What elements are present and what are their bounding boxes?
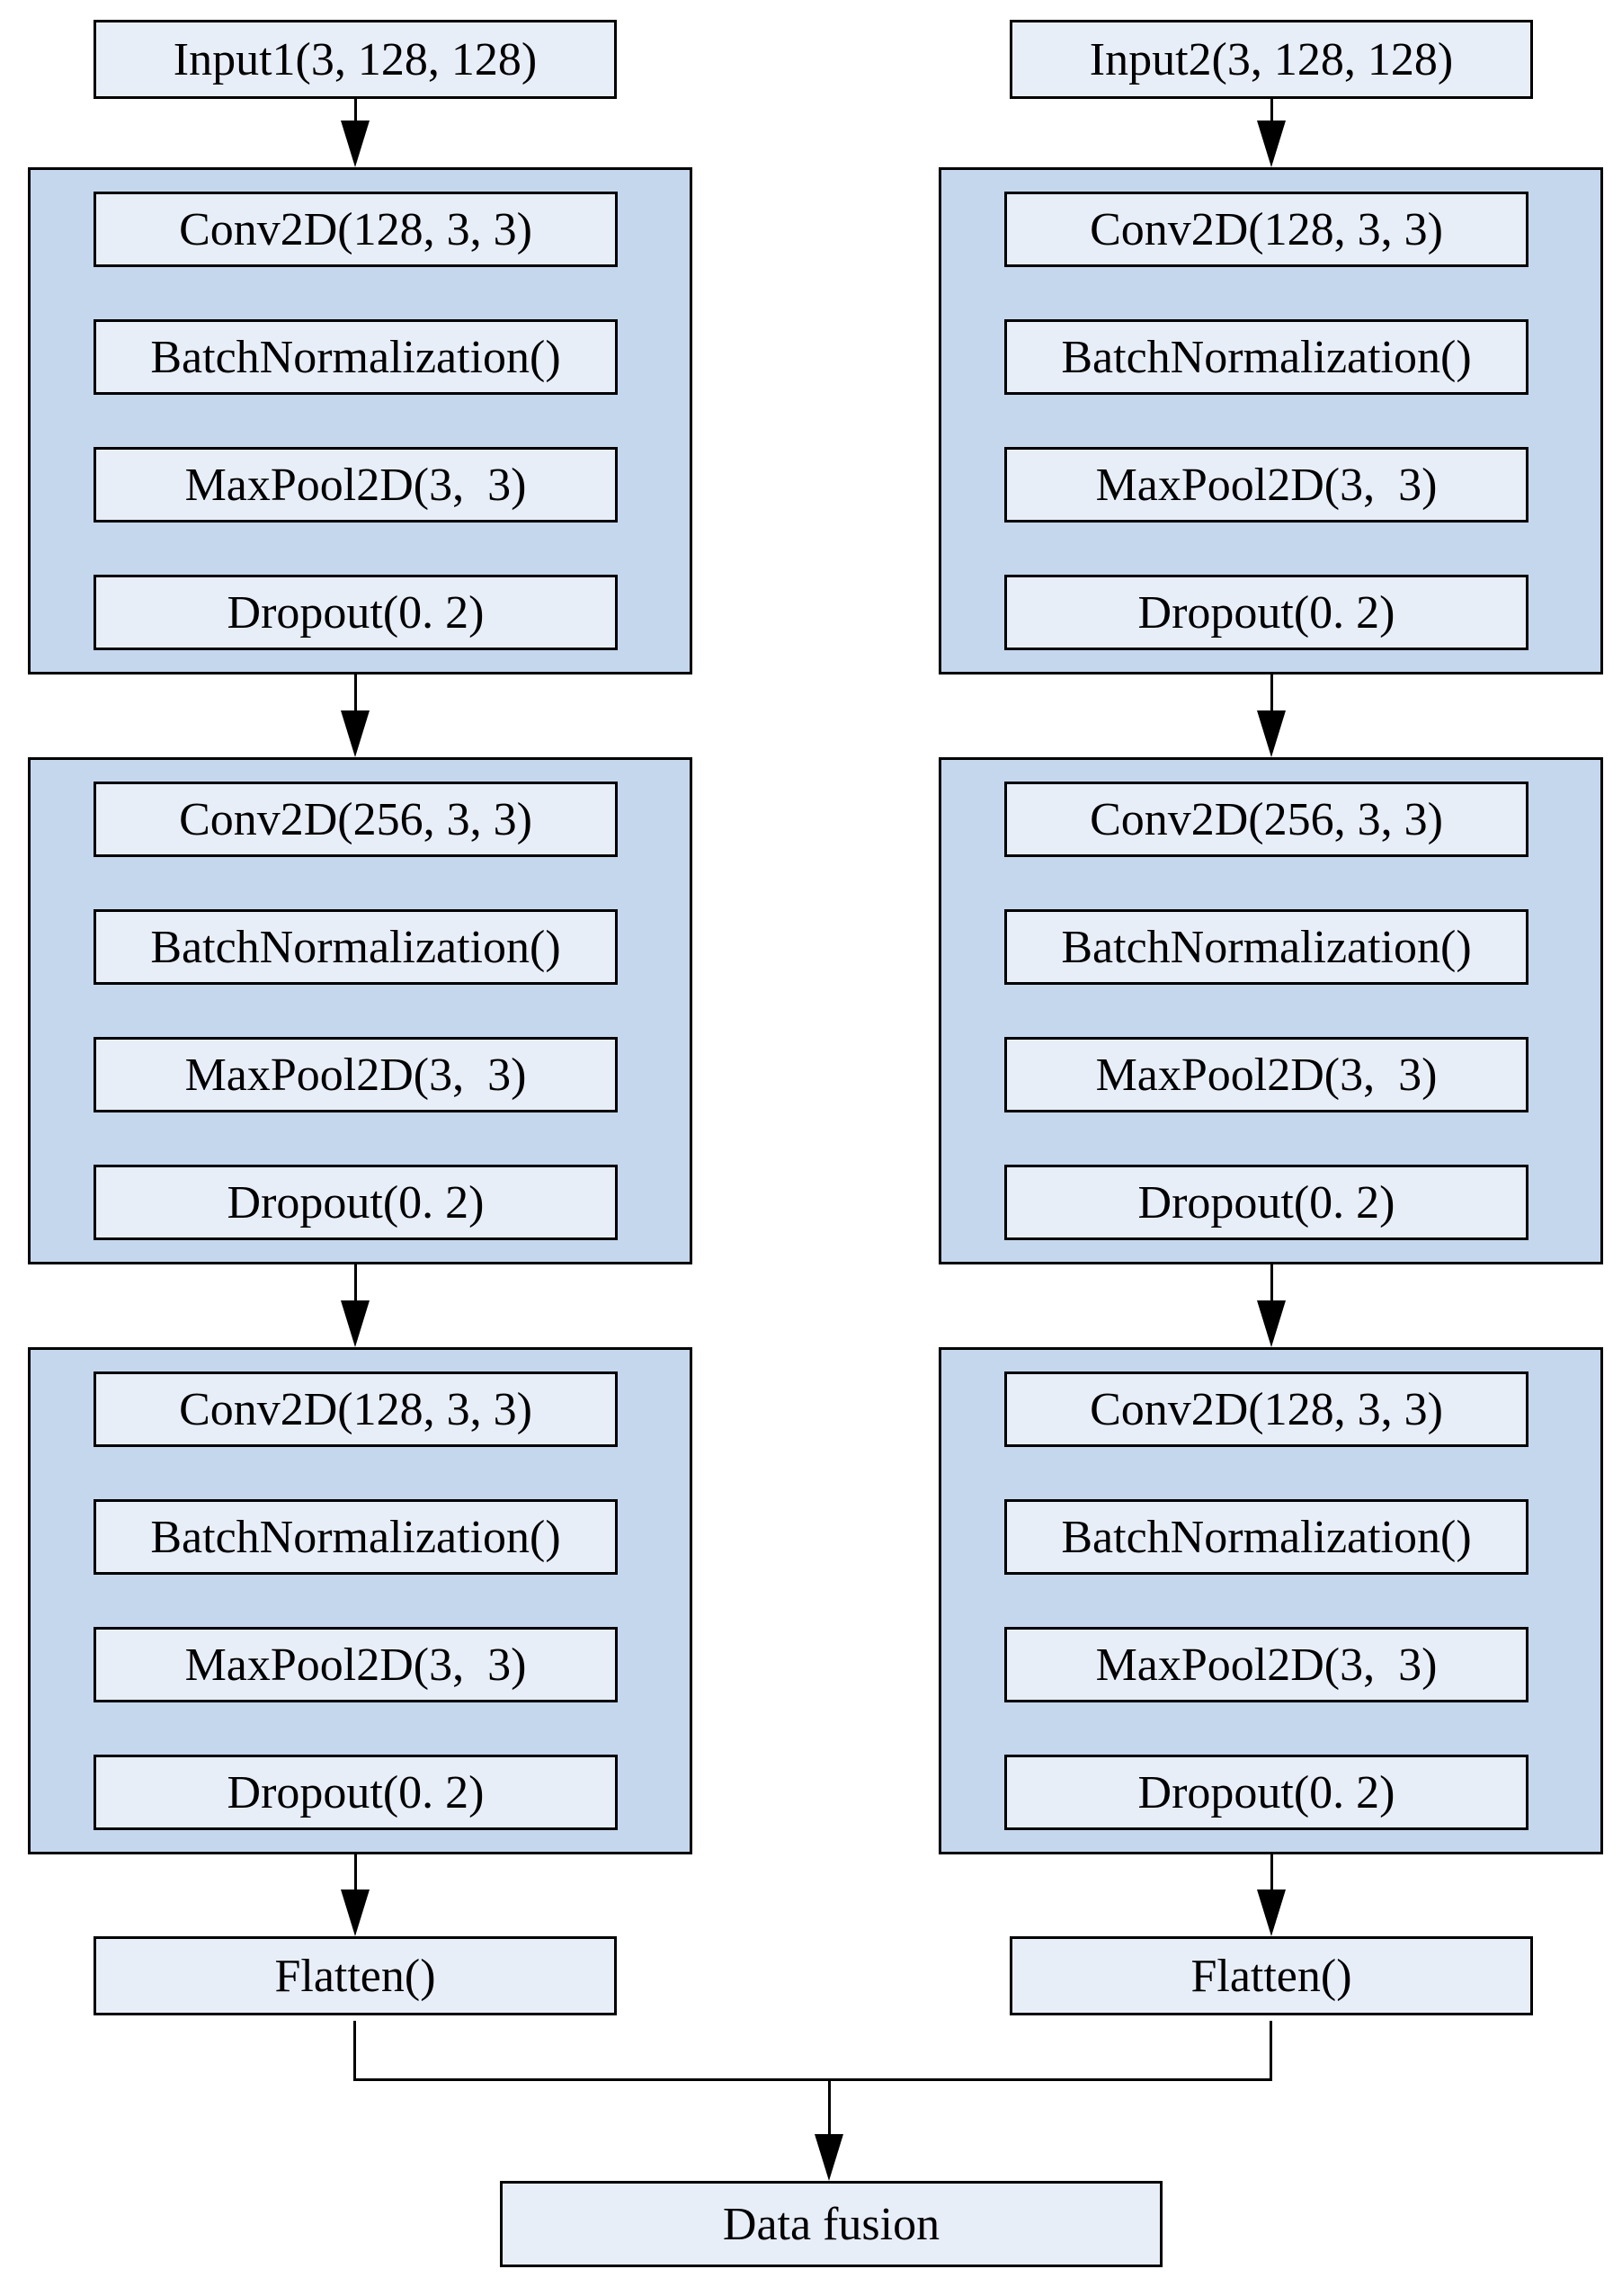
branch2-conv-block-2: Conv2D(256, 3, 3) BatchNormalization() M…: [939, 757, 1603, 1264]
arrowhead-icon: [341, 710, 370, 757]
dropout-label: Dropout(0. 2): [227, 1176, 485, 1228]
branch2-conv-block-3: Conv2D(128, 3, 3) BatchNormalization() M…: [939, 1347, 1603, 1854]
conv2d-label: Conv2D(128, 3, 3): [179, 203, 532, 255]
dropout-label: Dropout(0. 2): [1137, 586, 1395, 639]
input1-box: Input1(3, 128, 128): [94, 20, 617, 99]
layer-box: Dropout(0. 2): [94, 575, 618, 650]
arrow-stem: [353, 675, 357, 710]
layer-box: BatchNormalization(): [1004, 909, 1528, 985]
branch2-merge-line: [1270, 2021, 1272, 2081]
arrowhead-icon: [341, 121, 370, 167]
batchnorm-label: BatchNormalization(): [150, 1511, 561, 1563]
arrow-stem: [1270, 99, 1273, 121]
layer-box: MaxPool2D(3, 3): [94, 1627, 618, 1702]
batchnorm-label: BatchNormalization(): [150, 331, 561, 383]
layer-box: Conv2D(256, 3, 3): [1004, 782, 1528, 857]
arrowhead-icon: [1257, 1300, 1286, 1347]
maxpool-label: MaxPool2D(3, 3): [184, 1639, 527, 1691]
arrow-stem: [353, 99, 357, 121]
branch1-conv-block-1: Conv2D(128, 3, 3) BatchNormalization() M…: [28, 167, 692, 675]
down-arrow-icon: [1257, 99, 1286, 167]
down-arrow-icon: [341, 1854, 370, 1936]
layer-box: Conv2D(128, 3, 3): [1004, 1371, 1528, 1447]
flatten-label: Flatten(): [274, 1950, 436, 2002]
layer-box: MaxPool2D(3, 3): [1004, 1627, 1528, 1702]
arrow-stem: [353, 1264, 357, 1300]
maxpool-label: MaxPool2D(3, 3): [184, 459, 527, 511]
branch1-conv-block-2: Conv2D(256, 3, 3) BatchNormalization() M…: [28, 757, 692, 1264]
layer-box: MaxPool2D(3, 3): [1004, 447, 1528, 523]
layer-box: Conv2D(128, 3, 3): [94, 1371, 618, 1447]
layer-box: BatchNormalization(): [1004, 1499, 1528, 1575]
flatten-label: Flatten(): [1190, 1950, 1352, 2002]
layer-box: Dropout(0. 2): [1004, 575, 1528, 650]
maxpool-label: MaxPool2D(3, 3): [184, 1049, 527, 1101]
dropout-label: Dropout(0. 2): [1137, 1766, 1395, 1818]
maxpool-label: MaxPool2D(3, 3): [1095, 1639, 1438, 1691]
maxpool-label: MaxPool2D(3, 3): [1095, 459, 1438, 511]
conv2d-label: Conv2D(128, 3, 3): [1090, 203, 1443, 255]
dropout-label: Dropout(0. 2): [227, 586, 485, 639]
arrowhead-icon: [1257, 710, 1286, 757]
arrowhead-icon: [815, 2134, 843, 2181]
layer-box: MaxPool2D(3, 3): [94, 447, 618, 523]
batchnorm-label: BatchNormalization(): [1061, 921, 1472, 973]
conv2d-label: Conv2D(128, 3, 3): [1090, 1383, 1443, 1435]
arrow-stem: [1270, 1264, 1273, 1300]
dropout-label: Dropout(0. 2): [1137, 1176, 1395, 1228]
maxpool-label: MaxPool2D(3, 3): [1095, 1049, 1438, 1101]
arrowhead-icon: [1257, 1890, 1286, 1936]
batchnorm-label: BatchNormalization(): [1061, 331, 1472, 383]
down-arrow-icon: [341, 675, 370, 757]
layer-box: Dropout(0. 2): [94, 1755, 618, 1830]
arrowhead-icon: [341, 1300, 370, 1347]
dropout-label: Dropout(0. 2): [227, 1766, 485, 1818]
layer-box: BatchNormalization(): [1004, 319, 1528, 395]
layer-box: MaxPool2D(3, 3): [1004, 1037, 1528, 1112]
down-arrow-icon: [341, 99, 370, 167]
down-arrow-icon: [1257, 1264, 1286, 1347]
down-arrow-icon: [815, 2081, 843, 2181]
branch2-flatten-box: Flatten(): [1010, 1936, 1533, 2015]
data-fusion-label: Data fusion: [722, 2198, 940, 2250]
input1-label: Input1(3, 128, 128): [173, 33, 538, 85]
layer-box: BatchNormalization(): [94, 319, 618, 395]
branch1-merge-line: [353, 2021, 356, 2081]
branch1-conv-block-3: Conv2D(128, 3, 3) BatchNormalization() M…: [28, 1347, 692, 1854]
layer-box: Conv2D(256, 3, 3): [94, 782, 618, 857]
arrowhead-icon: [1257, 121, 1286, 167]
data-fusion-box: Data fusion: [500, 2181, 1163, 2267]
down-arrow-icon: [1257, 675, 1286, 757]
merge-horizontal-line: [353, 2078, 1272, 2081]
layer-box: Conv2D(128, 3, 3): [1004, 192, 1528, 267]
arrow-stem: [353, 1854, 357, 1890]
batchnorm-label: BatchNormalization(): [150, 921, 561, 973]
layer-box: Dropout(0. 2): [1004, 1165, 1528, 1240]
layer-box: Dropout(0. 2): [94, 1165, 618, 1240]
conv2d-label: Conv2D(128, 3, 3): [179, 1383, 532, 1435]
arrow-stem: [1270, 675, 1273, 710]
layer-box: Dropout(0. 2): [1004, 1755, 1528, 1830]
batchnorm-label: BatchNormalization(): [1061, 1511, 1472, 1563]
arrow-stem: [827, 2081, 831, 2134]
branch2-conv-block-1: Conv2D(128, 3, 3) BatchNormalization() M…: [939, 167, 1603, 675]
down-arrow-icon: [341, 1264, 370, 1347]
layer-box: BatchNormalization(): [94, 909, 618, 985]
input2-label: Input2(3, 128, 128): [1089, 33, 1454, 85]
layer-box: BatchNormalization(): [94, 1499, 618, 1575]
arrowhead-icon: [341, 1890, 370, 1936]
conv2d-label: Conv2D(256, 3, 3): [179, 793, 532, 845]
branch1-flatten-box: Flatten(): [94, 1936, 617, 2015]
input2-box: Input2(3, 128, 128): [1010, 20, 1533, 99]
conv2d-label: Conv2D(256, 3, 3): [1090, 793, 1443, 845]
down-arrow-icon: [1257, 1854, 1286, 1936]
arrow-stem: [1270, 1854, 1273, 1890]
layer-box: Conv2D(128, 3, 3): [94, 192, 618, 267]
layer-box: MaxPool2D(3, 3): [94, 1037, 618, 1112]
